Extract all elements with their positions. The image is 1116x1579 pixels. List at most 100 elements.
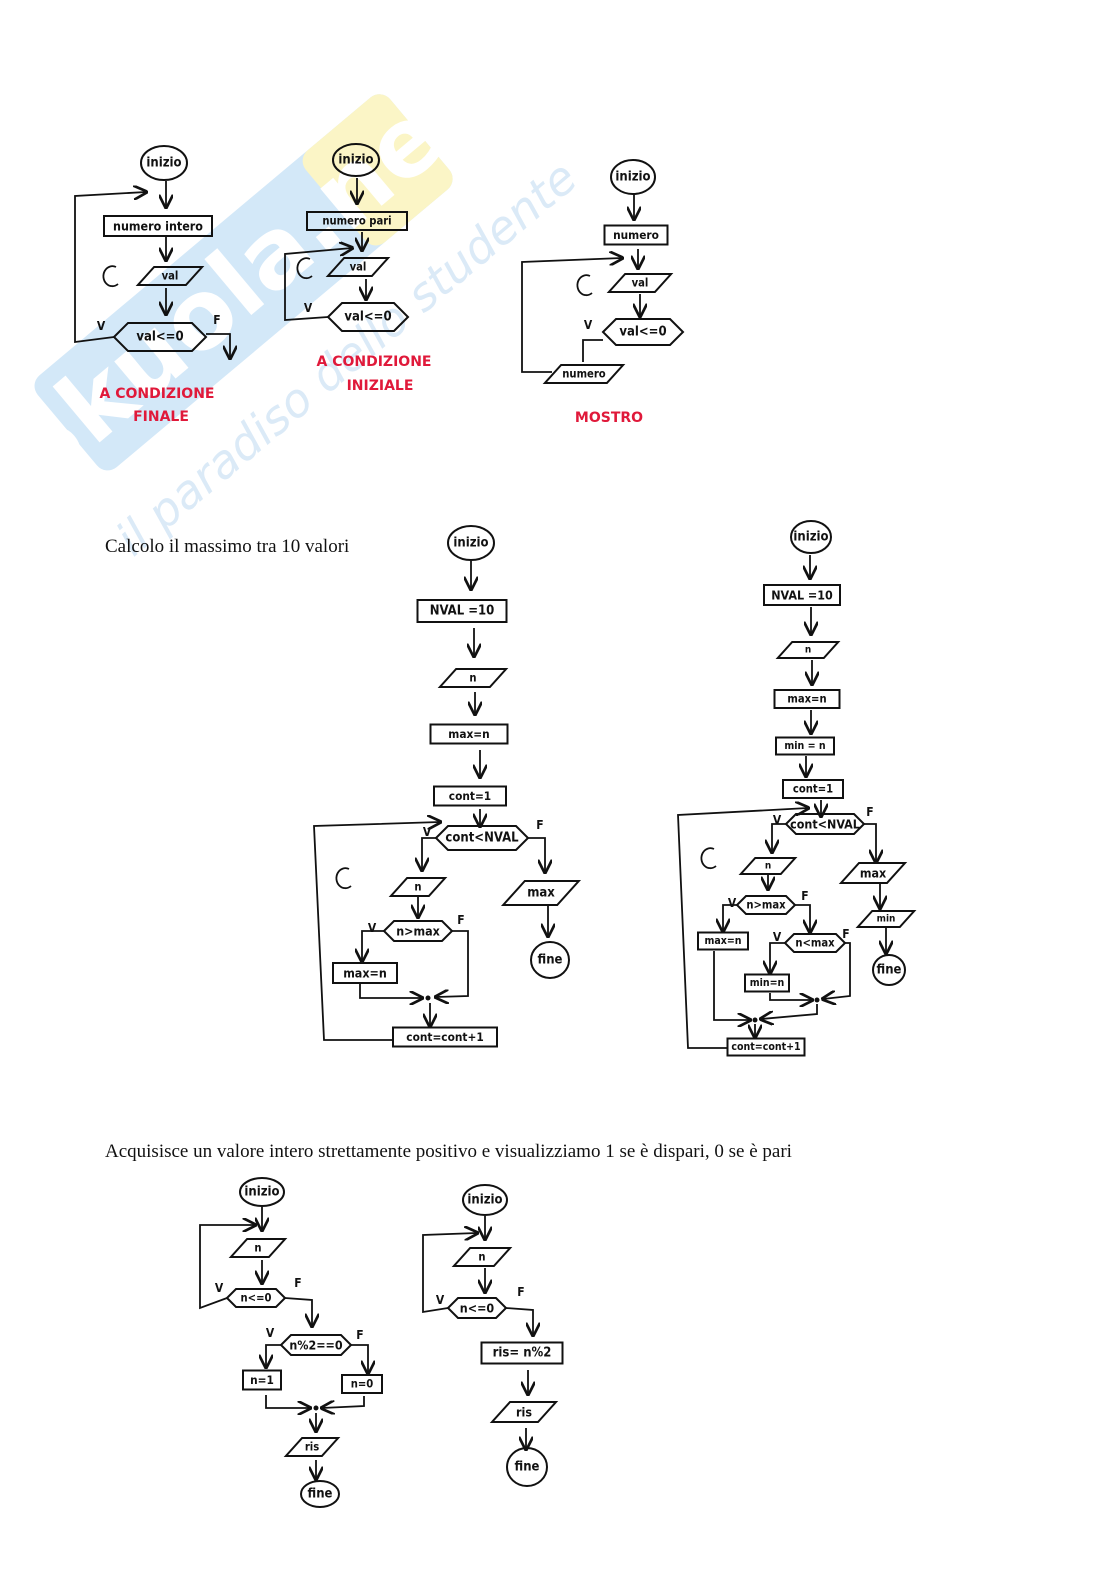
flow-arrow (761, 1004, 818, 1019)
annotation-line2: INIZIALE (347, 378, 414, 394)
decision-node: n%2==0 (279, 1334, 353, 1356)
node-label: max (860, 866, 887, 881)
loop-icon (700, 847, 717, 870)
process-box (773, 689, 841, 709)
terminal-node: inizio (239, 1177, 285, 1207)
node-label: n (765, 861, 771, 872)
node-label: min=n (750, 977, 785, 989)
merge-point (313, 1405, 319, 1411)
section-caption-parity: Acquisisce un valore intero strettamente… (105, 1141, 792, 1162)
branch-label: V (728, 896, 737, 910)
process-node: min = n (775, 736, 835, 756)
annotation-line1: A CONDIZIONE (100, 386, 215, 402)
node-label: cont=1 (449, 789, 491, 803)
io-node: min (855, 910, 917, 928)
flow-arrow (823, 942, 851, 999)
flow-arrow (206, 333, 230, 358)
branch-label: V (773, 813, 782, 827)
node-label: numero pari (322, 215, 391, 228)
node-label: numero (613, 228, 659, 242)
node-label: n=1 (250, 1373, 274, 1387)
node-label: n<max (795, 937, 835, 950)
loop-icon (335, 867, 352, 890)
process-node: n=0 (341, 1374, 383, 1394)
branch-label: F (801, 889, 808, 903)
flow-arrow (677, 808, 808, 1049)
decision-node: val<=0 (112, 322, 208, 352)
node-label: min = n (784, 740, 825, 752)
node-label: n (254, 1242, 261, 1255)
process-node: NVAL =10 (416, 599, 508, 623)
io-parallelogram (283, 1437, 341, 1457)
flow-arrow (713, 951, 750, 1020)
process-node: ris= n%2 (480, 1341, 564, 1365)
terminal-shape (140, 145, 188, 181)
io-parallelogram (500, 880, 582, 906)
loop-icon (296, 257, 313, 280)
process-box (341, 1374, 383, 1394)
flow-arrow (770, 942, 785, 973)
process-box (242, 1369, 282, 1391)
process-node: max=n (773, 689, 841, 709)
process-node: max=n (697, 931, 749, 951)
branch-label: F (517, 1285, 524, 1299)
node-label: NVAL =10 (430, 604, 495, 619)
io-node: val (606, 273, 674, 293)
annotation-line1: A CONDIZIONE (317, 354, 432, 370)
node-label: max=n (787, 693, 826, 706)
flow-arrow (772, 823, 786, 852)
node-label: numero intero (113, 219, 203, 234)
io-node: numero (542, 364, 626, 384)
node-label: inizio (146, 156, 181, 171)
node-label: ris= n%2 (493, 1346, 552, 1361)
process-box (332, 962, 398, 984)
io-node: n (451, 1247, 513, 1267)
terminal-node: inizio (462, 1184, 508, 1216)
node-label: n=0 (351, 1378, 374, 1391)
flow-arrow (351, 1344, 368, 1373)
node-label: inizio (793, 530, 828, 545)
node-label: ris (516, 1405, 532, 1420)
io-parallelogram (135, 266, 205, 286)
node-label: cont=cont+1 (406, 1030, 483, 1044)
process-node: NVAL =10 (763, 584, 841, 606)
process-node: cont=1 (782, 779, 844, 799)
decision-node: n<=0 (446, 1297, 508, 1319)
node-label: cont=1 (793, 783, 833, 796)
node-label: n (805, 645, 811, 656)
decision-node: val<=0 (326, 302, 410, 332)
process-box (782, 779, 844, 799)
node-label: n (469, 672, 476, 685)
io-node: n (437, 668, 509, 688)
terminal-node: inizio (332, 143, 380, 177)
node-label: inizio (467, 1193, 502, 1208)
terminal-node: inizio (610, 159, 656, 195)
terminal-node: fine (506, 1447, 548, 1487)
node-label: fine (308, 1487, 333, 1502)
process-box (306, 211, 408, 231)
process-box (480, 1341, 564, 1365)
node-label: inizio (615, 170, 650, 185)
node-label: NVAL =10 (771, 588, 833, 603)
branch-label: V (584, 318, 593, 332)
decision-node: n>max (735, 895, 797, 915)
merge-point (752, 1017, 758, 1023)
node-label: inizio (453, 536, 488, 551)
node-label: n (414, 881, 421, 894)
node-label: max=n (448, 727, 489, 741)
process-box (429, 723, 509, 745)
decision-hexagon (112, 322, 208, 352)
process-node: min=n (744, 973, 790, 993)
io-node: val (135, 266, 205, 286)
terminal-shape (790, 520, 832, 554)
terminal-shape (530, 941, 570, 979)
terminal-shape (610, 159, 656, 195)
io-parallelogram (228, 1238, 288, 1258)
node-label: n<=0 (460, 1301, 495, 1316)
decision-node: n<=0 (225, 1288, 287, 1308)
node-label: inizio (244, 1185, 279, 1200)
node-label: cont<NVAL (445, 831, 519, 846)
process-node: max=n (429, 723, 509, 745)
node-label: n (478, 1251, 485, 1264)
decision-node: cont<NVAL (784, 813, 866, 835)
